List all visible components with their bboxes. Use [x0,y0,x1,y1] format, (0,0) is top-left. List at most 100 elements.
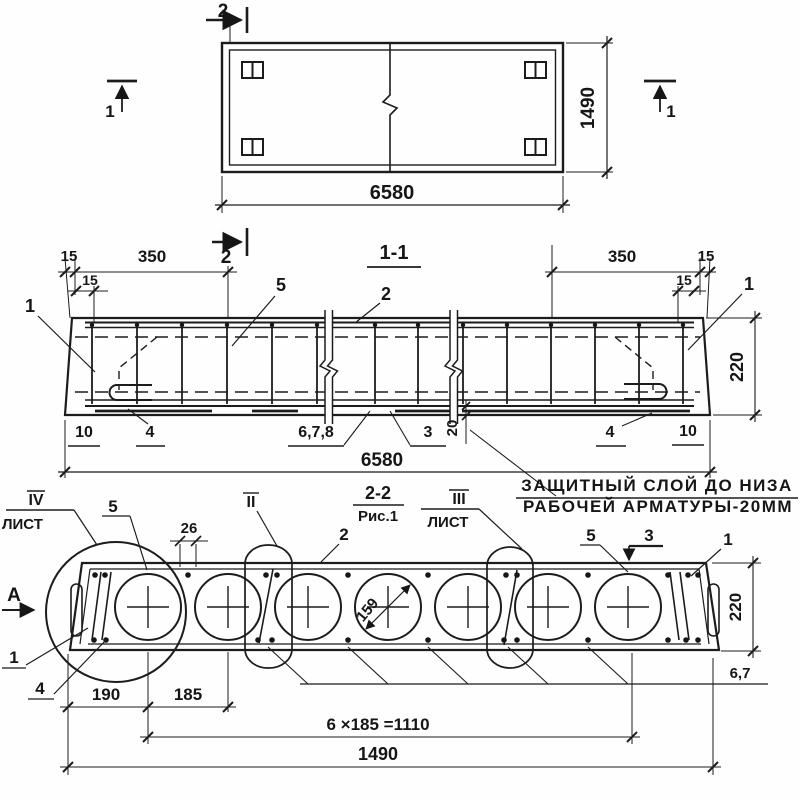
callout-stirrup: 5 [231,275,286,347]
section-dim-length: 6580 [58,420,717,478]
mesh-band-iii [486,546,534,669]
dim-10: 10 [679,423,697,440]
hollow-cores [114,573,662,641]
dim-15: 15 [676,272,692,288]
section-mark-1-left: 1 [105,79,137,121]
sheet-iv-numeral: IV [28,492,43,509]
dim-15: 15 [61,248,78,265]
anchor-hook-left [108,384,152,401]
bent-bar-left [118,336,158,390]
callout-4-label: 4 [35,679,45,698]
figure-ref: Рис.1 [358,508,398,525]
plan-dim-length: 6580 [215,176,570,213]
callout-top-bar-right: 5 [580,526,629,573]
bottom-bars-leaders [267,646,768,685]
break-gap [450,312,458,424]
slab-outline [63,316,712,417]
cut-label-2: 2 [218,1,229,22]
mark-label-1: 1 [105,102,114,121]
plan-inner-edge [228,49,557,166]
callout-1-label: 1 [25,296,35,316]
plan-view: 2 2 1 1 6580 [105,1,676,268]
view-a-arrow: А [2,585,36,618]
protective-layer-note: ЗАЩИТНЫЙ СЛОЙ ДО НИЗА РАБОЧЕЙ АРМАТУРЫ-2… [516,476,798,516]
end-key-right [707,583,720,637]
callout-top-bar: 2 [354,284,391,324]
dim-220: 220 [727,352,747,382]
bottom-labels: 10 4 6,7,8 3 20 4 10 [68,400,704,497]
anchor-hook-right [624,383,668,400]
dim-height-220: 220 [712,556,761,658]
dim-1110: 6 ×185 =1110 [326,715,429,734]
dim-cover-20: 20 [444,400,557,497]
sheet-ii-numeral: II [247,494,256,511]
sheet-ref-iv: IV ЛИСТ [2,490,98,546]
dim-1490: 1490 [358,744,398,764]
callout-end-left: 1 [25,296,96,373]
dim-20: 20 [444,420,461,437]
callout-top-bar-left: 5 [102,497,148,571]
section-cut-2-bottom: 2 [212,228,249,268]
note-line-2: РАБОЧЕЙ АРМАТУРЫ-20ММ [523,497,793,516]
rebar-dots [91,572,701,643]
view-a-label: А [7,585,21,606]
section-title: 2-2 [365,483,391,503]
break-lines [318,310,464,424]
dim-15: 15 [82,272,98,288]
dims-top-right: 350 15 15 [545,245,716,322]
callout-end-left: 1 [2,627,89,669]
section-mark-1-right: 1 [644,79,676,121]
cut-label-3: 3 [644,526,653,545]
callout-678-label: 6,7,8 [298,424,334,441]
detail-circle [45,541,187,683]
bent-bar-right [614,336,654,390]
inclined-stirrups [91,568,690,646]
sheet-ref-iii: III ЛИСТ [421,489,523,550]
callout-4-label: 4 [146,424,155,441]
plan-dim-width: 1490 [566,36,613,179]
sheet-word: ЛИСТ [2,516,43,533]
mark-label-1: 1 [666,102,675,121]
callout-5-label: 5 [586,526,595,545]
slab-cross-section-outline [68,561,721,652]
chords [85,321,694,413]
dim-220: 220 [726,593,745,621]
callout-5-label: 5 [276,275,286,295]
mesh-band-ii [244,544,293,669]
dim-rib-26: 26 [170,520,208,567]
section-cut-2-top: 2 [206,1,249,43]
dim-6580: 6580 [361,450,403,471]
section-title: 1-1 [380,242,409,264]
section-cut-3: 3 [622,526,663,562]
dim-15: 15 [698,248,715,265]
dim-6580: 6580 [370,182,415,204]
callout-1-label: 1 [744,274,754,294]
cut-label-2: 2 [221,247,232,268]
callout-3-label: 3 [424,424,433,441]
callout-1-label: 1 [723,530,732,549]
dim-height-220: 220 [706,311,762,422]
dim-190: 190 [92,685,120,704]
sheet-word: ЛИСТ [428,514,469,531]
callout-67-label: 6,7 [730,665,751,682]
dim-350: 350 [608,247,636,266]
callout-5-label: 5 [108,497,117,516]
callout-plate: 4 [28,639,107,700]
dim-350: 350 [138,247,166,266]
sheet-ref-ii: II [243,492,278,547]
plan-outline [220,41,565,174]
dim-26: 26 [181,520,198,537]
callout-4-label: 4 [606,424,615,441]
callout-2-label: 2 [339,525,348,544]
break-gap [325,312,333,424]
stirrups [91,323,684,404]
note-line-1: ЗАЩИТНЫЙ СЛОЙ ДО НИЗА [521,476,793,495]
dim-185: 185 [174,685,202,704]
end-key-left [70,583,83,637]
lifting-loops [241,61,547,156]
bottom-dimensions: 190 185 6 ×185 =1110 1490 [60,652,721,775]
callout-slab: 2 [320,525,349,563]
dim-1490: 1490 [578,87,599,129]
